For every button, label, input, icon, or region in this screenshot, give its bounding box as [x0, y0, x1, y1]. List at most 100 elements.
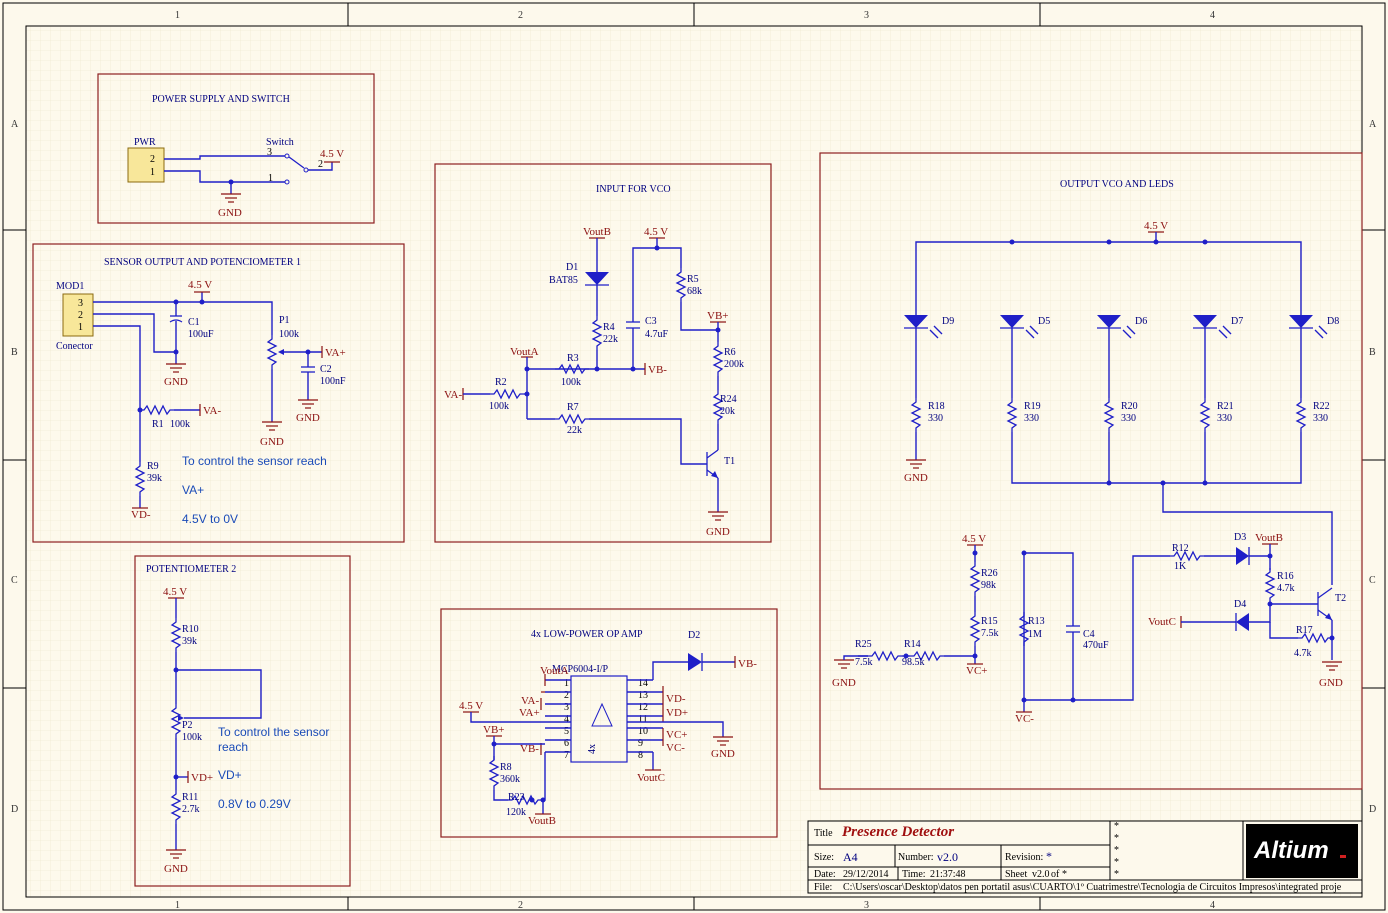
svg-text:VA-: VA-: [444, 389, 462, 401]
svg-text:100k: 100k: [279, 329, 299, 340]
svg-text:Date:: Date:: [814, 869, 836, 880]
svg-text:0.8V to 0.29V: 0.8V to 0.29V: [218, 797, 291, 811]
svg-text:D4: D4: [1234, 599, 1246, 610]
svg-text:R21: R21: [1217, 401, 1234, 412]
svg-text:VD+: VD+: [191, 772, 213, 784]
svg-text:VD+: VD+: [666, 707, 688, 719]
svg-text:13: 13: [638, 690, 648, 701]
altium-logo: Altium: [1246, 824, 1358, 878]
svg-text:VA+: VA+: [519, 707, 540, 719]
svg-text:22k: 22k: [567, 425, 582, 436]
svg-text:Switch: Switch: [266, 137, 294, 148]
row-label: B: [11, 347, 18, 358]
svg-text:R9: R9: [147, 461, 159, 472]
svg-text:4.5V to 0V: 4.5V to 0V: [182, 512, 238, 526]
svg-text:R2: R2: [495, 377, 507, 388]
svg-text:330: 330: [1024, 413, 1039, 424]
svg-text:R19: R19: [1024, 401, 1041, 412]
svg-text:330: 330: [928, 413, 943, 424]
power-supply-section: POWER SUPPLY AND SWITCH PWR 21 GND Switc…: [97, 73, 375, 224]
svg-text:VoutC: VoutC: [1148, 616, 1176, 628]
section-title: POWER SUPPLY AND SWITCH: [152, 94, 290, 105]
svg-text:VB+: VB+: [707, 310, 728, 322]
svg-text:7.5k: 7.5k: [855, 657, 873, 668]
section-title: OUTPUT VCO AND LEDS: [1060, 179, 1174, 190]
svg-text:VD+: VD+: [218, 768, 242, 782]
svg-text:VB+: VB+: [483, 724, 504, 736]
svg-text:100k: 100k: [561, 377, 581, 388]
input-vco-section: INPUT FOR VCO VoutB D1 BAT85 R4 22k 4.5 …: [434, 163, 772, 543]
svg-text:R4: R4: [603, 322, 615, 333]
svg-text:20k: 20k: [720, 406, 735, 417]
svg-text:4.5 V: 4.5 V: [1144, 220, 1168, 232]
svg-text:MOD1: MOD1: [56, 281, 84, 292]
svg-text:D5: D5: [1038, 316, 1050, 327]
svg-text:VB-: VB-: [738, 658, 757, 670]
svg-text:R24: R24: [720, 394, 737, 405]
svg-text:v2.0: v2.0: [1032, 869, 1050, 880]
svg-text:VC+: VC+: [966, 665, 987, 677]
svg-text:Title: Title: [814, 828, 833, 839]
col-label: 3: [864, 900, 869, 911]
svg-text:100uF: 100uF: [188, 329, 214, 340]
svg-text:12: 12: [638, 702, 648, 713]
svg-text:1: 1: [564, 678, 569, 689]
svg-text:21:37:48: 21:37:48: [930, 869, 966, 880]
svg-text:1: 1: [150, 167, 155, 178]
svg-text:39k: 39k: [147, 473, 162, 484]
col-label: 3: [864, 10, 869, 21]
led-d5: D5 R19 330: [1000, 315, 1050, 433]
svg-text:*: *: [1046, 849, 1052, 863]
svg-text:*: *: [1114, 869, 1119, 880]
svg-text:R11: R11: [182, 792, 198, 803]
svg-text:R6: R6: [724, 347, 736, 358]
svg-text:C4: C4: [1083, 629, 1095, 640]
svg-text:VoutB: VoutB: [1255, 532, 1283, 544]
potentiometer2-section: POTENTIOMETER 2 4.5 V R10 39k P2 100k VD…: [134, 555, 351, 887]
svg-text:100nF: 100nF: [320, 376, 346, 387]
svg-text:R12: R12: [1172, 543, 1189, 554]
opamp-section: 4x LOW-POWER OP AMP MCP6004-I/P 4x 1234 …: [440, 608, 778, 838]
svg-text:100k: 100k: [489, 401, 509, 412]
svg-text:D3: D3: [1234, 532, 1246, 543]
svg-text:R20: R20: [1121, 401, 1138, 412]
svg-text:4x: 4x: [587, 744, 598, 754]
svg-text:GND: GND: [904, 472, 928, 484]
row-label: D: [1369, 804, 1376, 815]
svg-text:R7: R7: [567, 402, 579, 413]
sensor-section: SENSOR OUTPUT AND POTENCIOMETER 1 MOD1 3…: [32, 243, 405, 543]
svg-text:11: 11: [638, 714, 648, 725]
svg-text:Size:: Size:: [814, 852, 834, 863]
svg-text:4.5 V: 4.5 V: [188, 279, 212, 291]
svg-text:D8: D8: [1327, 316, 1339, 327]
svg-text:29/12/2014: 29/12/2014: [843, 869, 889, 880]
section-title: 4x LOW-POWER OP AMP: [531, 629, 643, 640]
svg-text:T1: T1: [724, 456, 735, 467]
svg-text:D7: D7: [1231, 316, 1243, 327]
svg-text:R15: R15: [981, 616, 998, 627]
svg-text:9: 9: [638, 738, 643, 749]
svg-text:4.5 V: 4.5 V: [163, 586, 187, 598]
svg-text:VD-: VD-: [666, 693, 686, 705]
row-label: A: [11, 119, 19, 130]
svg-text:22k: 22k: [603, 334, 618, 345]
svg-text:P1: P1: [279, 315, 290, 326]
svg-text:VC-: VC-: [666, 742, 685, 754]
pwr-connector: [127, 147, 165, 183]
svg-text:4.5 V: 4.5 V: [644, 226, 668, 238]
svg-text:VA-: VA-: [521, 695, 539, 707]
col-label: 1: [175, 10, 180, 21]
row-label: C: [11, 575, 18, 586]
svg-text:C2: C2: [320, 364, 332, 375]
svg-text:GND: GND: [832, 677, 856, 689]
svg-text:4.7k: 4.7k: [1277, 583, 1295, 594]
svg-text:2: 2: [564, 690, 569, 701]
svg-text:A4: A4: [843, 850, 858, 864]
file-path: C:\Users\oscar\Desktop\datos pen portati…: [843, 882, 1342, 893]
svg-text:Time:: Time:: [902, 869, 926, 880]
title-value: Presence Detector: [842, 824, 954, 840]
mcp6004-chip: [570, 675, 628, 763]
section-title: POTENTIOMETER 2: [146, 564, 236, 575]
svg-text:VB-: VB-: [648, 364, 667, 376]
svg-text:8: 8: [638, 750, 643, 761]
